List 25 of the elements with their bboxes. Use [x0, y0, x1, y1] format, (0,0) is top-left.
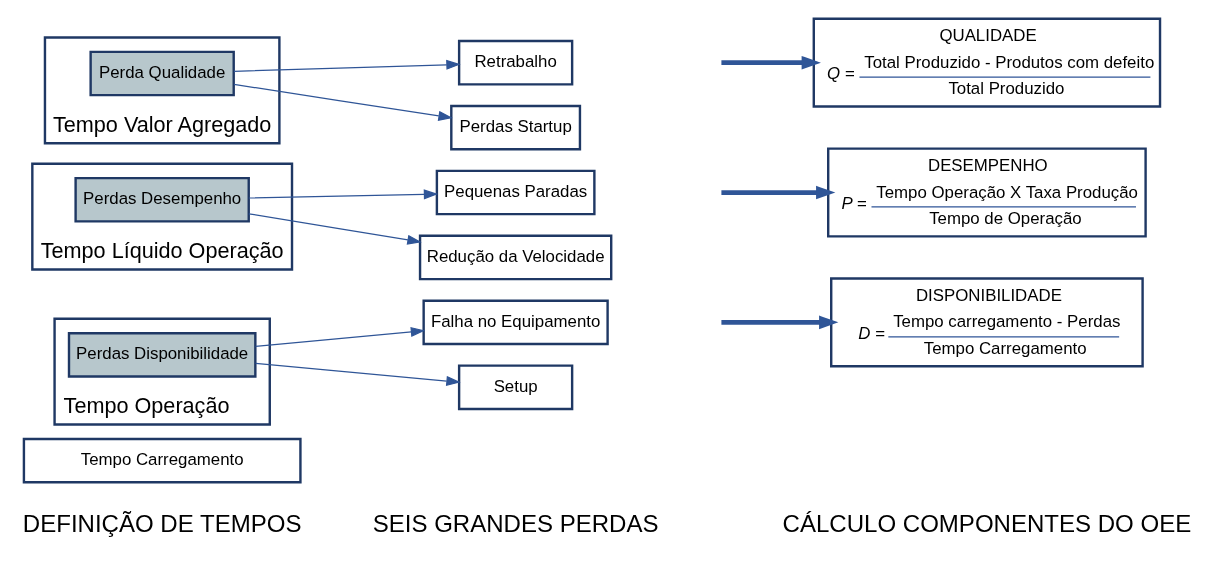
node-box: Perdas Disponibilidade	[67, 331, 257, 378]
node-box: Tempo Carregamento	[22, 437, 302, 483]
arrow	[721, 185, 836, 199]
node-box: QUALIDADE Q = Total Produzido - Produtos com defeito Total Produzido	[812, 17, 1162, 108]
node-box: Pequenas Paradas	[435, 169, 596, 215]
arrow	[255, 326, 426, 347]
arrow	[233, 83, 453, 121]
arrow	[248, 212, 422, 245]
label: SEIS GRANDES PERDAS	[372, 509, 659, 537]
arrow	[248, 188, 439, 199]
node-box: DISPONIBILIDADE D = Tempo carregamento - Perdas Tempo Carregamento	[830, 276, 1144, 367]
label: CÁLCULO COMPONENTES DO OEE	[782, 509, 1192, 537]
arrow	[721, 55, 821, 69]
node-box: Perda Qualidade	[89, 50, 235, 96]
node-box: Redução da Velocidade	[418, 234, 613, 280]
arrow	[721, 315, 839, 329]
node-box: Setup	[457, 363, 574, 410]
arrow	[255, 362, 461, 386]
node-box: Perdas Startup	[450, 104, 582, 150]
node-box: DESEMPENHO P = Tempo Operação X Taxa Produção Tempo de Operação	[827, 146, 1147, 238]
node-box: Perdas Desempenho	[74, 176, 250, 223]
arrow	[233, 59, 461, 72]
node-box: Falha no Equipamento	[422, 299, 609, 345]
label: DEFINIÇÃO DE TEMPOS	[22, 509, 302, 537]
node-box: Retrabalho	[457, 39, 574, 86]
